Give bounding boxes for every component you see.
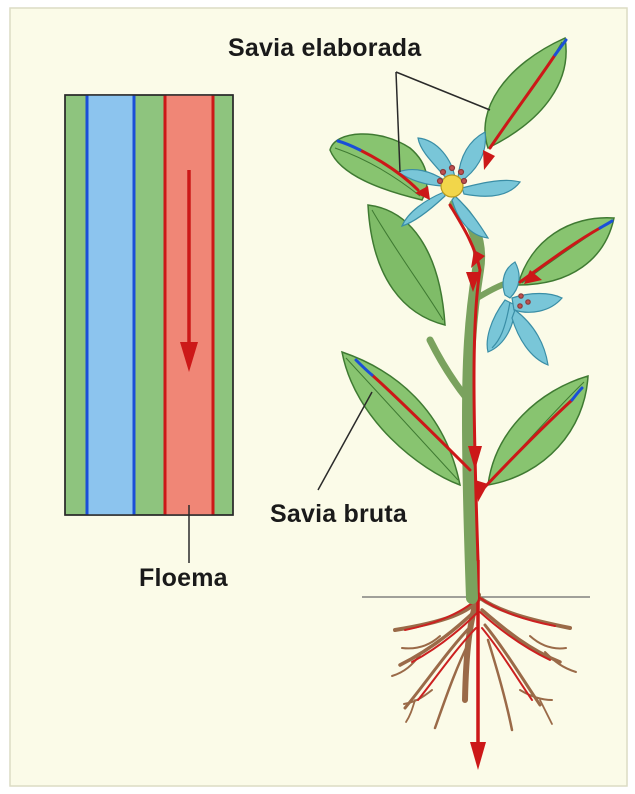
savia-bruta-label: Savia bruta [270,500,407,529]
xylem-band [87,95,134,515]
floema-label: Floema [139,564,228,593]
vascular-tissue-box [65,95,233,515]
savia-elaborada-label: Savia elaborada [228,34,421,63]
